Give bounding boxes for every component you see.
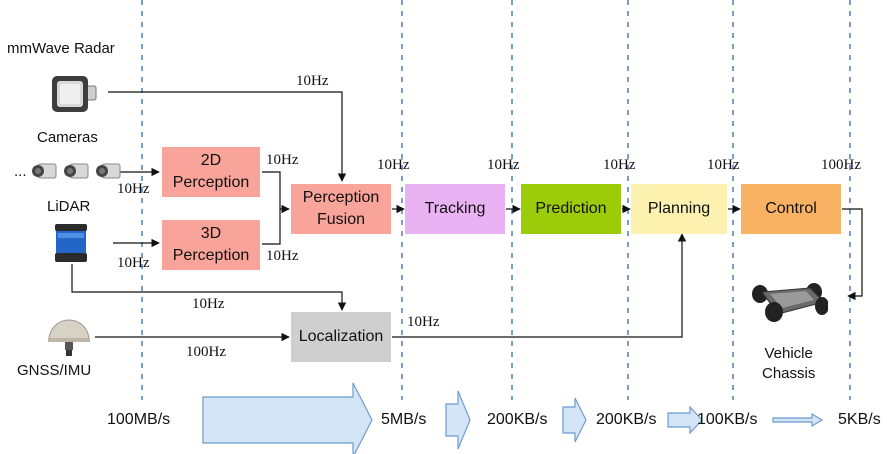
fusion-line2: Fusion (316, 211, 366, 228)
perception-3d-line2: Perception (172, 247, 250, 264)
freq-2d-out: 10Hz (266, 152, 299, 168)
cameras-label: Cameras (37, 129, 98, 146)
data-rate-sensors: 100MB/s (107, 411, 171, 428)
vehicle-chassis-label: Vehicle Chassis (762, 344, 815, 384)
flow-arrow (562, 397, 587, 443)
radar-label: mmWave Radar (7, 40, 115, 57)
localization-label: Localization (298, 328, 384, 345)
freq-planning-control: 10Hz (707, 157, 740, 173)
data-rate-planning: 100KB/s (697, 411, 758, 428)
vehicle-line1: Vehicle (764, 345, 813, 362)
flow-arrow (772, 412, 824, 428)
fusion-line1: Perception (302, 189, 380, 206)
data-rate-fusion: 5MB/s (381, 411, 427, 428)
prediction-box: Prediction (521, 184, 621, 234)
perception-3d-line1: 3D (200, 225, 222, 242)
freq-prediction-planning: 10Hz (603, 157, 636, 173)
camera-icon (32, 163, 121, 179)
planning-box: Planning (631, 184, 727, 234)
tracking-label: Tracking (424, 200, 486, 217)
radar-sensor-icon (52, 76, 97, 112)
data-rate-prediction: 200KB/s (596, 411, 657, 428)
freq-lidar-localization: 10Hz (192, 296, 225, 312)
planning-label: Planning (647, 200, 711, 217)
cameras-ellipsis: ... (14, 163, 27, 180)
perception-merge-line (262, 171, 281, 245)
control-box: Control (741, 184, 841, 234)
lidar-icon (55, 224, 87, 262)
control-to-chassis-arrow (842, 208, 863, 301)
freq-gnss-localization: 100Hz (186, 344, 226, 360)
perception-2d-line1: 2D (200, 152, 222, 169)
prediction-label: Prediction (535, 200, 607, 217)
data-rate-control: 5KB/s (838, 411, 881, 428)
lidar-label: LiDAR (47, 198, 91, 215)
gnss-label: GNSS/IMU (17, 362, 92, 379)
localization-to-planning-arrow (392, 233, 687, 338)
radar-to-fusion-arrow (108, 91, 347, 182)
vehicle-line2: Chassis (762, 365, 816, 382)
freq-lidar-3d: 10Hz (117, 255, 150, 271)
perception-2d-line2: Perception (172, 174, 250, 191)
lidar-to-localization-arrow (71, 264, 347, 311)
freq-radar-fusion: 10Hz (296, 73, 329, 89)
flow-arrow (202, 382, 373, 454)
control-label: Control (765, 200, 817, 217)
flow-arrow (445, 390, 471, 450)
localization-box: Localization (291, 312, 391, 362)
vehicle-chassis-icon (752, 283, 828, 322)
tracking-box: Tracking (405, 184, 505, 234)
freq-tracking-prediction: 10Hz (487, 157, 520, 173)
perception-2d-box: 2D Perception (162, 147, 260, 197)
freq-fusion-tracking: 10Hz (377, 157, 410, 173)
stage-separators (141, 0, 851, 400)
freq-localization-planning: 10Hz (407, 314, 440, 330)
gnss-antenna-icon (48, 319, 90, 356)
freq-cameras-2d: 10Hz (117, 181, 150, 197)
freq-3d-out: 10Hz (266, 248, 299, 264)
data-rate-tracking: 200KB/s (487, 411, 548, 428)
bandwidth-flow-arrows (202, 382, 824, 454)
freq-control-out: 100Hz (821, 157, 861, 173)
flow-arrow (667, 405, 703, 435)
perception-3d-box: 3D Perception (162, 220, 260, 270)
